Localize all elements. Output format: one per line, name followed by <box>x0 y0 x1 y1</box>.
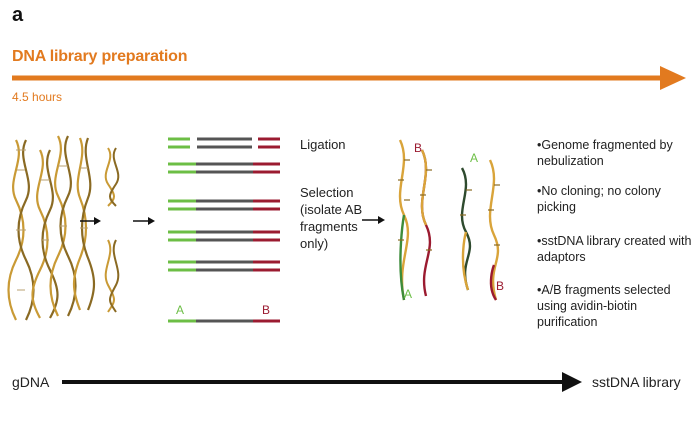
ligated-fragment-rows <box>168 162 280 272</box>
sheared-fragments <box>104 147 120 313</box>
strand-a-label-2: A <box>470 151 478 165</box>
sstdna-base-ticks <box>398 159 500 251</box>
bullet-ab-selection: •A/B fragments selected using avidin-bio… <box>537 283 671 329</box>
bullet-genome-fragmented: •Genome fragmented by nebulization <box>537 138 673 168</box>
duration-label: 4.5 hours <box>12 90 63 104</box>
gdna-rungs <box>16 149 88 291</box>
right-arrow-icon <box>80 217 101 225</box>
adaptor-a-label: A <box>176 303 184 317</box>
orange-timeline-arrow <box>12 66 686 90</box>
sstdna-strands <box>398 139 500 301</box>
panel-letter: a <box>12 4 24 26</box>
right-arrow-icon <box>133 217 155 225</box>
adaptor-b-label: B <box>262 303 270 317</box>
ligation-adaptors <box>168 137 280 149</box>
axis-start-label: gDNA <box>12 374 50 390</box>
ligation-label: Ligation <box>300 137 346 152</box>
bullet-library-adaptors: •sstDNA library created with adaptors <box>537 234 692 264</box>
bullet-no-cloning: •No cloning; no colony picking <box>537 184 661 214</box>
strand-b-label-2: B <box>496 279 504 293</box>
strand-a-label: A <box>404 287 412 301</box>
axis-end-label: sstDNA library <box>592 374 681 390</box>
selection-label: Selection (isolate AB fragments only) <box>300 185 363 251</box>
right-arrow-icon <box>362 216 385 224</box>
section-title: DNA library preparation <box>12 48 188 65</box>
process-axis-arrow <box>62 372 582 392</box>
strand-b-label: B <box>414 141 422 155</box>
